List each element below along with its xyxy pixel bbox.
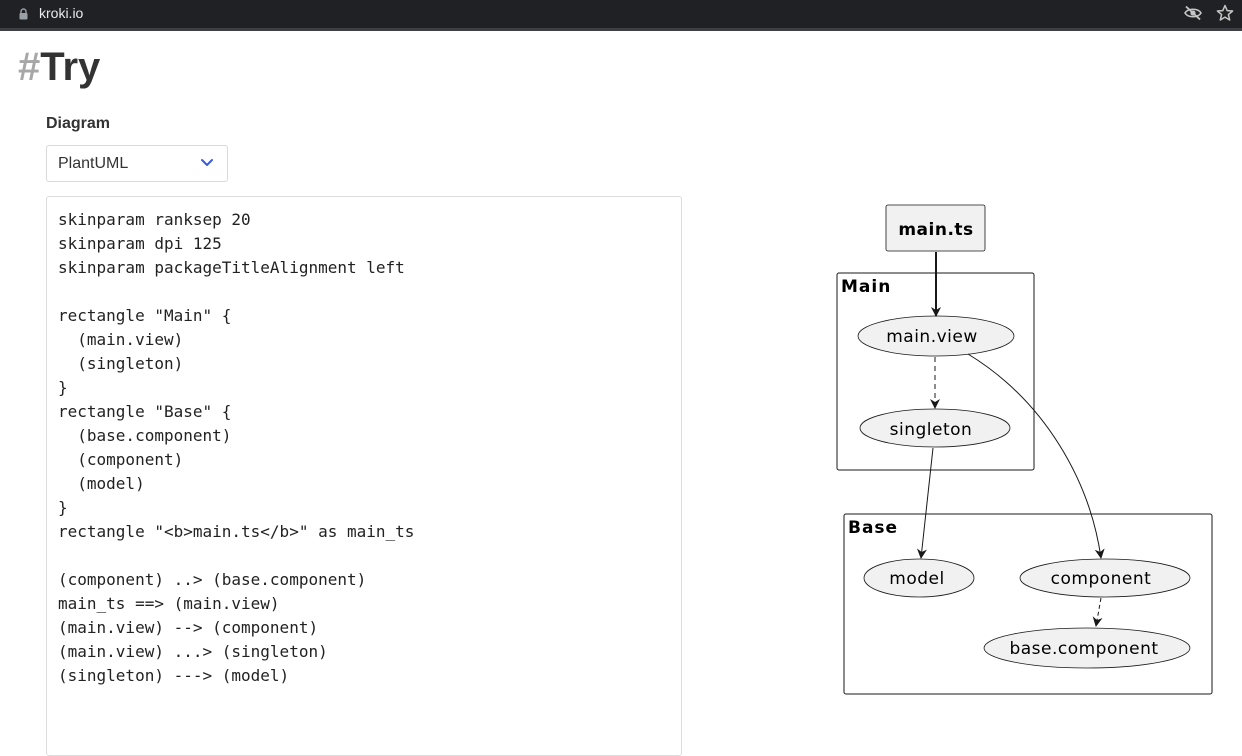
code-line (58, 544, 414, 568)
code-line: skinparam dpi 125 (58, 234, 222, 253)
code-line: rectangle "Base" { (58, 402, 232, 421)
diagram-type-select[interactable]: PlantUML (46, 145, 228, 182)
lock-icon (19, 8, 28, 20)
main-ts-box (885, 204, 986, 252)
diagram-source-code: skinparam ranksep 20 skinparam dpi 125 ski… (58, 208, 414, 688)
code-line: skinparam ranksep 20 (58, 210, 251, 229)
code-line: (model) (58, 474, 145, 493)
code-line: (main.view) --> (component) (58, 618, 319, 637)
singleton-node (859, 408, 1011, 448)
star-icon[interactable] (1216, 4, 1234, 22)
singleton-label: singleton (890, 420, 973, 440)
component-label: component (1051, 569, 1152, 589)
chevron-down-icon (201, 159, 213, 166)
code-line: main_ts ==> (main.view) (58, 594, 280, 613)
diagram-preview: main.ts Main main.view singleton Base mo… (836, 204, 1213, 695)
model-node (863, 558, 975, 598)
code-line: rectangle "Main" { (58, 306, 232, 325)
base-group-box (843, 513, 1213, 695)
page-title: #Try (18, 43, 100, 91)
edge-singleton-to-model (917, 447, 934, 559)
code-line: (main.view) ...> (singleton) (58, 642, 328, 661)
code-line: (component) ..> (base.component) (58, 570, 367, 589)
code-line: skinparam packageTitleAlignment left (58, 258, 405, 277)
browser-top-bar: kroki.io (0, 0, 1242, 31)
code-line (58, 280, 414, 304)
code-line: (component) (58, 450, 184, 469)
main-group-label: Main (841, 277, 891, 297)
page-title-text: Try (40, 45, 101, 89)
model-label: model (889, 569, 944, 589)
base-group-label: Base (848, 518, 898, 538)
code-line: } (58, 498, 68, 517)
diagram-type-select-value: PlantUML (58, 155, 129, 172)
code-line: (main.view) (58, 330, 184, 349)
diagram-source-editor[interactable]: skinparam ranksep 20 skinparam dpi 125 ski… (46, 196, 682, 756)
code-line: (singleton) (58, 354, 184, 373)
component-node (1019, 558, 1191, 598)
code-line: rectangle "<b>main.ts</b>" as main_ts (58, 522, 415, 541)
code-line: } (58, 378, 68, 397)
main-view-label: main.view (886, 327, 978, 347)
edge-component-to-base-component (1092, 597, 1103, 627)
edge-main-view-to-component (967, 353, 1105, 559)
code-line: (base.component) (58, 426, 232, 445)
code-line: (singleton) ---> (model) (58, 666, 290, 685)
address-bar-url[interactable]: kroki.io (39, 5, 84, 21)
anchor-hash-link[interactable]: # (18, 45, 41, 89)
diagram-type-label: Diagram (46, 115, 111, 132)
eye-off-icon[interactable] (1184, 5, 1202, 21)
base-component-label: base.component (1009, 639, 1158, 659)
main-ts-label: main.ts (898, 220, 973, 240)
base-component-node (983, 627, 1191, 669)
